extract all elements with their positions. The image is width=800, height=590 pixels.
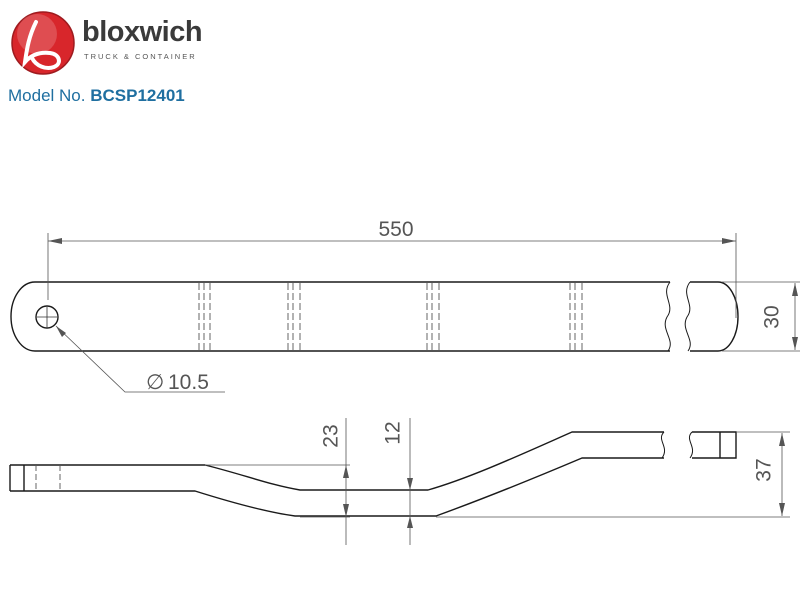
thickness-dimension: [407, 418, 413, 545]
offset-dimension: [205, 418, 350, 545]
height-label: 37: [753, 458, 776, 481]
model-label: Model No.: [8, 86, 86, 105]
width-label: 30: [761, 305, 784, 328]
side-view: [9, 431, 737, 517]
height-dimension: [436, 431, 790, 518]
hole-diameter-symbol: ∅: [146, 371, 164, 394]
thickness-label: 12: [382, 421, 405, 444]
side-view-dashed: [35, 465, 61, 491]
hole-diameter-label: 10.5: [168, 371, 209, 394]
model-number: BCSP12401: [90, 86, 185, 105]
model-line: Model No. BCSP12401: [8, 86, 185, 106]
brand-tagline: TRUCK & CONTAINER: [84, 52, 197, 61]
length-dimension: [47, 233, 737, 318]
hole-center-mark: [37, 307, 57, 327]
bloxwich-logo: [11, 11, 75, 75]
brand-name: bloxwich: [82, 16, 203, 48]
length-label: 550: [378, 218, 413, 241]
width-dimension: [722, 281, 800, 352]
top-view: [10, 281, 739, 352]
groove-lines: [198, 283, 583, 350]
hole-diameter-leader: [55, 325, 225, 393]
offset-label: 23: [320, 424, 343, 447]
